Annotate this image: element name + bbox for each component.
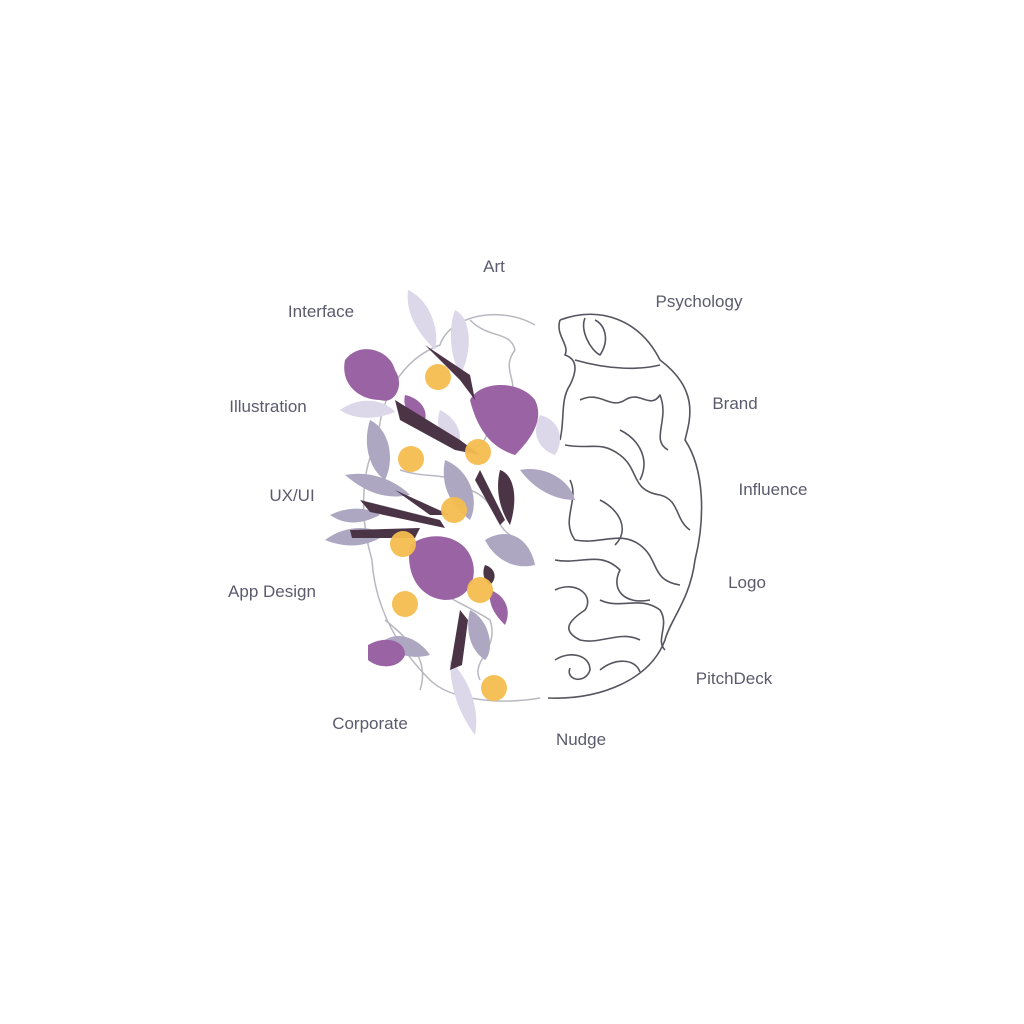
purple-petals — [344, 349, 539, 667]
dot — [390, 531, 416, 557]
dot — [465, 439, 491, 465]
dot — [425, 364, 451, 390]
label-illustration: Illustration — [229, 397, 307, 416]
yellow-dots — [390, 364, 507, 701]
label-app-design: App Design — [228, 582, 316, 601]
label-corporate: Corporate — [332, 714, 408, 733]
dark-stems — [350, 345, 515, 670]
dot — [441, 497, 467, 523]
dot — [398, 446, 424, 472]
label-nudge: Nudge — [555, 730, 607, 749]
label-uxui: UX/UI — [269, 486, 315, 505]
right-hemisphere-outline — [547, 313, 703, 699]
dot — [481, 675, 507, 701]
label-art: Art — [483, 257, 505, 276]
dot — [467, 577, 493, 603]
label-pitchdeck: PitchDeck — [695, 669, 773, 688]
label-brand: Brand — [712, 394, 758, 413]
label-interface: Interface — [287, 302, 355, 321]
label-psychology: Psychology — [655, 292, 743, 311]
label-logo: Logo — [728, 573, 766, 592]
label-influence: Influence — [738, 480, 808, 499]
dot — [392, 591, 418, 617]
